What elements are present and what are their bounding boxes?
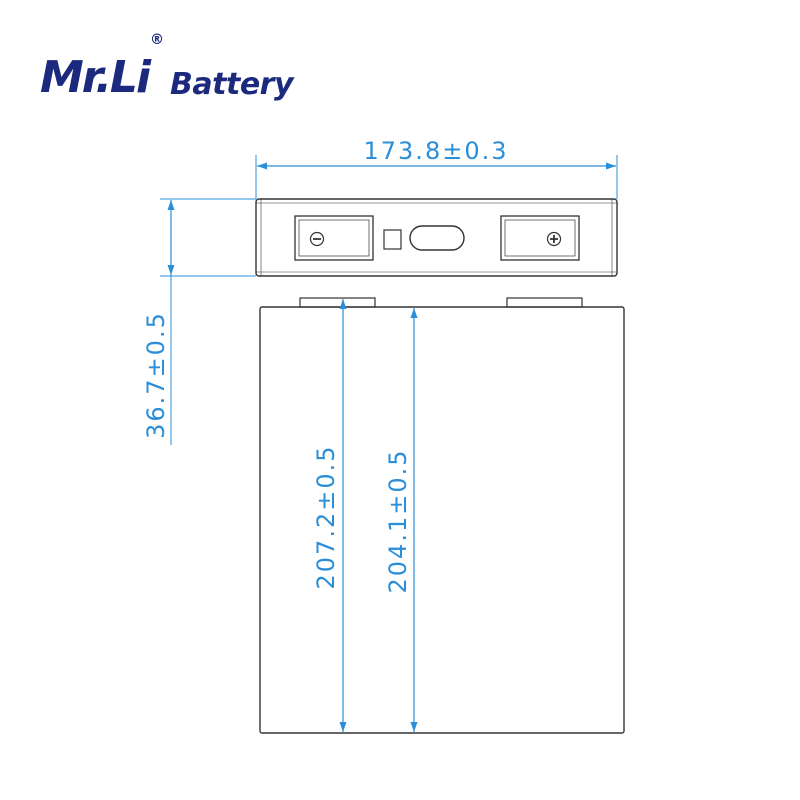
safety-vent (409, 225, 465, 251)
minus-circle-icon (309, 231, 325, 247)
width-dimension-label: 173.8±0.3 (364, 137, 509, 165)
front-view (259, 297, 625, 734)
total-height-dimension: 207.2±0.5 (312, 299, 347, 732)
positive-terminal-stub (506, 297, 583, 308)
thickness-dimension-label: 36.7±0.5 (142, 311, 170, 439)
brand-name: Mr.Li (40, 52, 151, 103)
cell-body-outline (259, 306, 625, 734)
positive-terminal (500, 215, 580, 261)
total-height-dimension-label: 207.2±0.5 (312, 445, 340, 590)
body-height-dimension: 204.1±0.5 (384, 308, 418, 732)
width-dimension: 173.8±0.3 (255, 137, 618, 199)
negative-terminal (294, 215, 374, 261)
registered-mark: ® (150, 32, 165, 48)
plus-circle-icon (546, 231, 562, 247)
top-view (255, 198, 618, 277)
negative-terminal-stub (299, 297, 376, 308)
code-marker (383, 229, 402, 250)
body-height-dimension-label: 204.1±0.5 (384, 449, 412, 594)
brand-product: Battery (170, 67, 294, 102)
brand-logo: Mr.Li ® Battery (40, 30, 294, 103)
top-view-outline (255, 198, 618, 277)
thickness-dimension: 36.7±0.5 (142, 198, 256, 445)
